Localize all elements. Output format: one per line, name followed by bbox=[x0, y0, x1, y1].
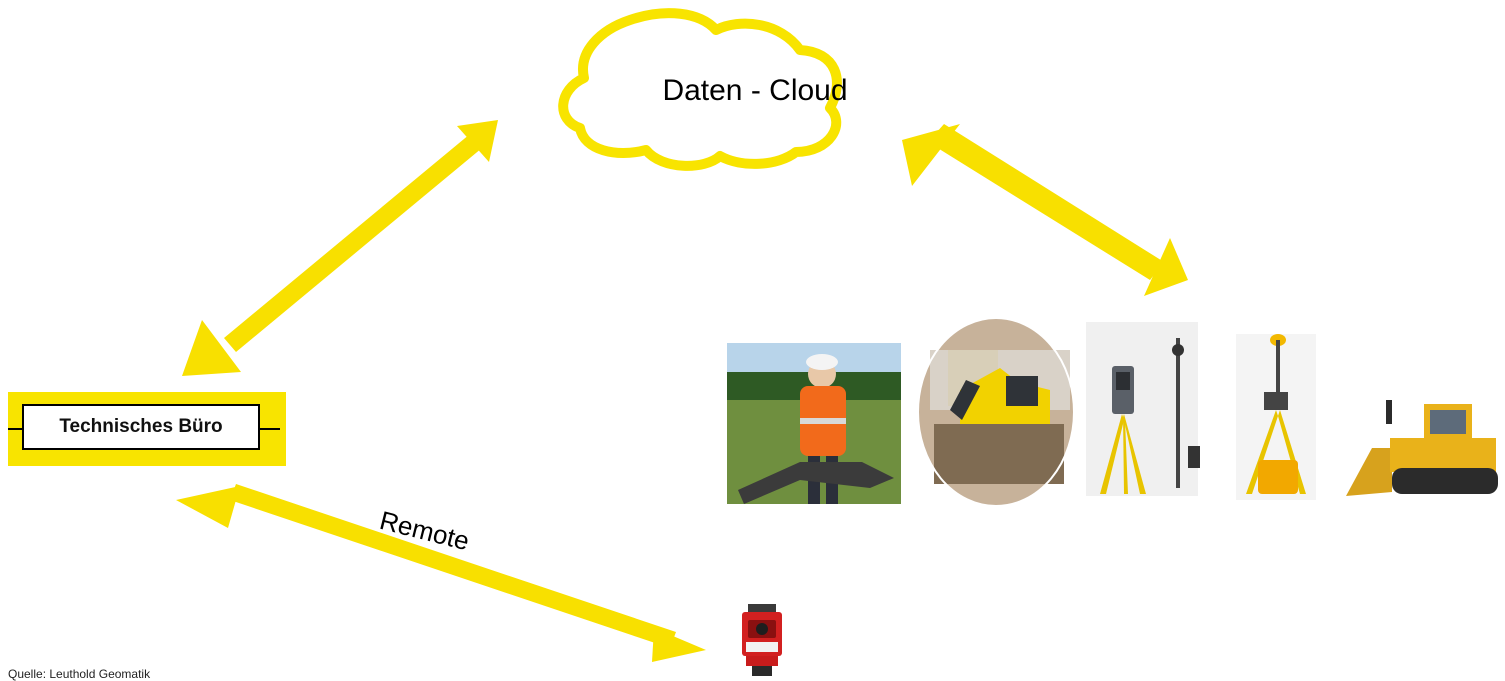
arrow-office-cloud-head-top bbox=[457, 120, 498, 162]
source-label: Quelle: Leuthold Geomatik bbox=[8, 667, 151, 681]
total-station-photo bbox=[1086, 322, 1200, 496]
arrow-cloud-equipment-head-top bbox=[902, 124, 960, 186]
red-total-station-icon bbox=[742, 604, 782, 676]
arrow-office-cloud-shaft bbox=[224, 134, 482, 352]
arrow-office-remote-shaft bbox=[230, 484, 676, 648]
office-label: Technisches Büro bbox=[22, 404, 260, 450]
office-connector-left bbox=[8, 428, 22, 430]
bulldozer-photo bbox=[1346, 396, 1502, 500]
arrow-office-remote bbox=[176, 484, 706, 662]
office-connector-right bbox=[260, 428, 280, 430]
arrow-office-cloud-head-bottom bbox=[182, 320, 241, 376]
arrow-cloud-equipment-head-bottom bbox=[1144, 238, 1188, 296]
cloud-label: Daten - Cloud bbox=[662, 74, 848, 107]
arrow-cloud-equipment-shaft bbox=[928, 124, 1164, 280]
office-frame: Technisches Büro bbox=[8, 392, 286, 466]
excavator-photo bbox=[917, 317, 1075, 507]
arrow-cloud-equipment bbox=[902, 124, 1188, 296]
surveyor-with-drone-photo bbox=[727, 343, 901, 504]
arrow-office-remote-head-left bbox=[176, 486, 240, 528]
arrow-office-remote-head-right bbox=[652, 628, 706, 662]
arrow-office-cloud bbox=[182, 120, 498, 376]
cloud-outline bbox=[558, 8, 842, 171]
gnss-rover-photo bbox=[1236, 334, 1316, 500]
